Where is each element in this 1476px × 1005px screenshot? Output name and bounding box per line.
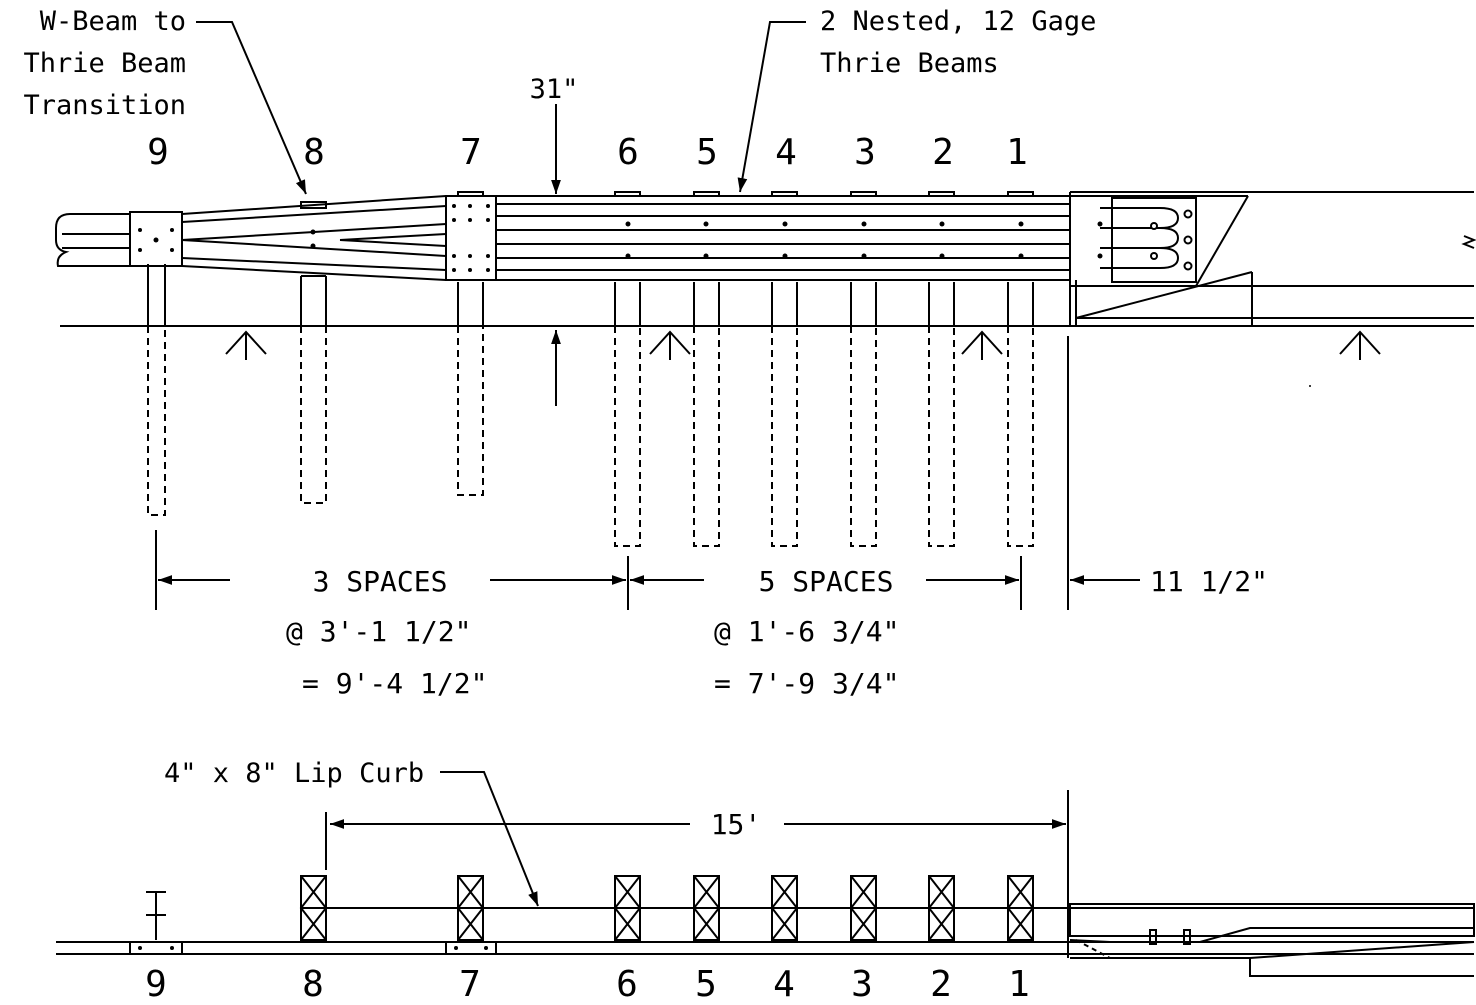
post-number: 8 <box>303 132 325 173</box>
post-3-elevation <box>850 282 877 547</box>
concrete-barrier <box>1069 191 1476 326</box>
bolts <box>138 204 1311 950</box>
post-number: 5 <box>696 132 718 173</box>
post-2-plan <box>927 875 956 941</box>
spaces-group-2-count: 5 SPACES <box>759 565 894 598</box>
post-8-elevation <box>300 275 327 504</box>
spaces-group-1-total: = 9'-4 1/2" <box>302 667 487 700</box>
post-number: 5 <box>695 964 717 1005</box>
spaces-group-1-count: 3 SPACES <box>313 565 448 598</box>
nested-beams-label-line-2: Thrie Beams <box>820 48 999 79</box>
post-number: 6 <box>617 132 639 173</box>
post-7-elevation <box>457 282 484 496</box>
post-number: 9 <box>147 132 169 173</box>
post-5-elevation <box>693 282 720 547</box>
nested-beams-label-line-1: 2 Nested, 12 Gage <box>820 6 1096 37</box>
transition-label-line-1: W-Beam to <box>40 6 186 37</box>
spaces-group-2-total: = 7'-9 3/4" <box>714 667 899 700</box>
section-cut-markers <box>225 330 1381 360</box>
spaces-group-1-spacing: @ 3'-1 1/2" <box>286 615 471 648</box>
post-number: 6 <box>616 964 638 1005</box>
post-number: 3 <box>854 132 876 173</box>
post-4-plan <box>770 875 799 941</box>
post-number: 8 <box>302 964 324 1005</box>
post-number: 2 <box>930 964 952 1005</box>
post-number: 4 <box>775 132 797 173</box>
post-1-elevation <box>1007 282 1034 547</box>
post-number: 1 <box>1008 964 1030 1005</box>
lip-curb-label: 4" x 8" Lip Curb <box>164 758 424 789</box>
post-7-plan <box>456 875 485 941</box>
post-number: 7 <box>459 964 481 1005</box>
post-number: 1 <box>1006 132 1028 173</box>
post-8-plan <box>299 875 328 941</box>
transition-label-line-2: Thrie Beam <box>23 48 186 79</box>
nested-thrie-beams <box>457 191 1070 281</box>
post-2-elevation <box>928 282 955 547</box>
post-6-plan <box>613 875 642 941</box>
post-4-elevation <box>771 282 798 547</box>
post-number: 7 <box>460 132 482 173</box>
post-number: 4 <box>773 964 795 1005</box>
post-5-plan <box>692 875 721 941</box>
spacing-dimensions <box>155 336 1140 610</box>
post-6-elevation <box>614 282 641 547</box>
leaders <box>196 21 806 195</box>
transition-label-line-3: Transition <box>23 90 186 121</box>
anchor-bolts <box>1150 209 1193 271</box>
post-9-elevation <box>147 264 166 516</box>
rail-height-label: 31" <box>530 74 579 105</box>
plan-view <box>56 771 1475 977</box>
post-number: 2 <box>932 132 954 173</box>
curb-length-dimension: 15' <box>711 808 762 841</box>
post-3-plan <box>849 875 878 941</box>
post-numbers-plan: 9 8 7 6 5 4 3 2 1 <box>145 964 1030 1005</box>
post-number: 9 <box>145 964 167 1005</box>
plan-posts <box>299 875 1035 941</box>
elevation-posts <box>147 264 1034 547</box>
offset-dimension: 11 1/2" <box>1150 565 1268 598</box>
post-number: 3 <box>851 964 873 1005</box>
transition-section <box>181 195 497 281</box>
w-beam-rail <box>55 211 183 267</box>
spaces-group-2-spacing: @ 1'-6 3/4" <box>714 615 899 648</box>
post-numbers-elevation: 9 8 7 6 5 4 3 2 1 <box>147 132 1028 173</box>
post-1-plan <box>1006 875 1035 941</box>
